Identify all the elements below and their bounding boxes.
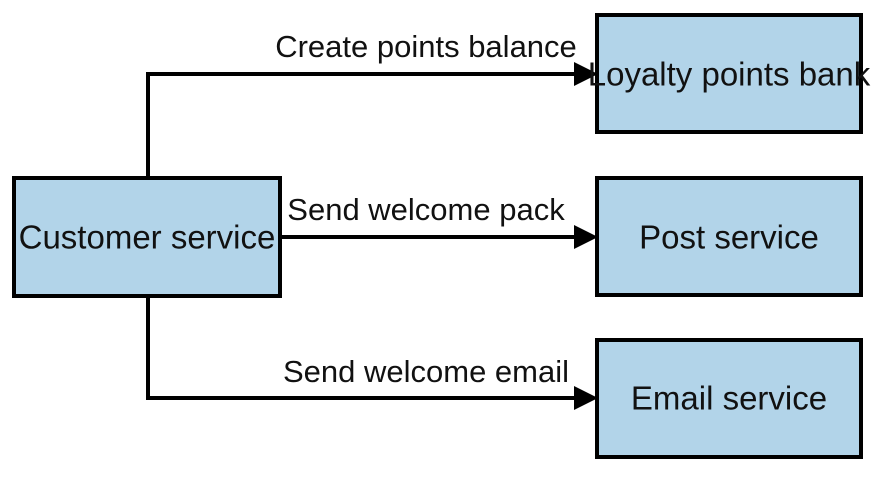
node-post-service: Post service (595, 176, 863, 297)
arrow-head-icon (574, 62, 598, 86)
node-label: Loyalty points bank (588, 56, 871, 93)
node-box (12, 176, 282, 298)
node-box (595, 338, 863, 459)
node-label: Post service (639, 219, 819, 256)
arrow-head-icon (574, 386, 598, 410)
edge-label-welcome-email: Send welcome email (283, 354, 569, 389)
node-email-service: Email service (595, 338, 863, 459)
arrow-head-icon (574, 225, 598, 249)
node-box (595, 13, 863, 134)
edge-label-create-points: Create points balance (275, 29, 577, 64)
node-loyalty-points-bank: Loyalty points bank (588, 13, 871, 134)
node-label: Customer service (19, 219, 276, 256)
connector-create-points (146, 62, 598, 178)
edge-label-welcome-pack: Send welcome pack (287, 192, 565, 227)
connector-welcome-email (146, 297, 598, 410)
node-label: Email service (631, 380, 827, 417)
node-box (595, 176, 863, 297)
connector-welcome-pack (281, 225, 598, 249)
node-customer-service: Customer service (12, 176, 282, 298)
